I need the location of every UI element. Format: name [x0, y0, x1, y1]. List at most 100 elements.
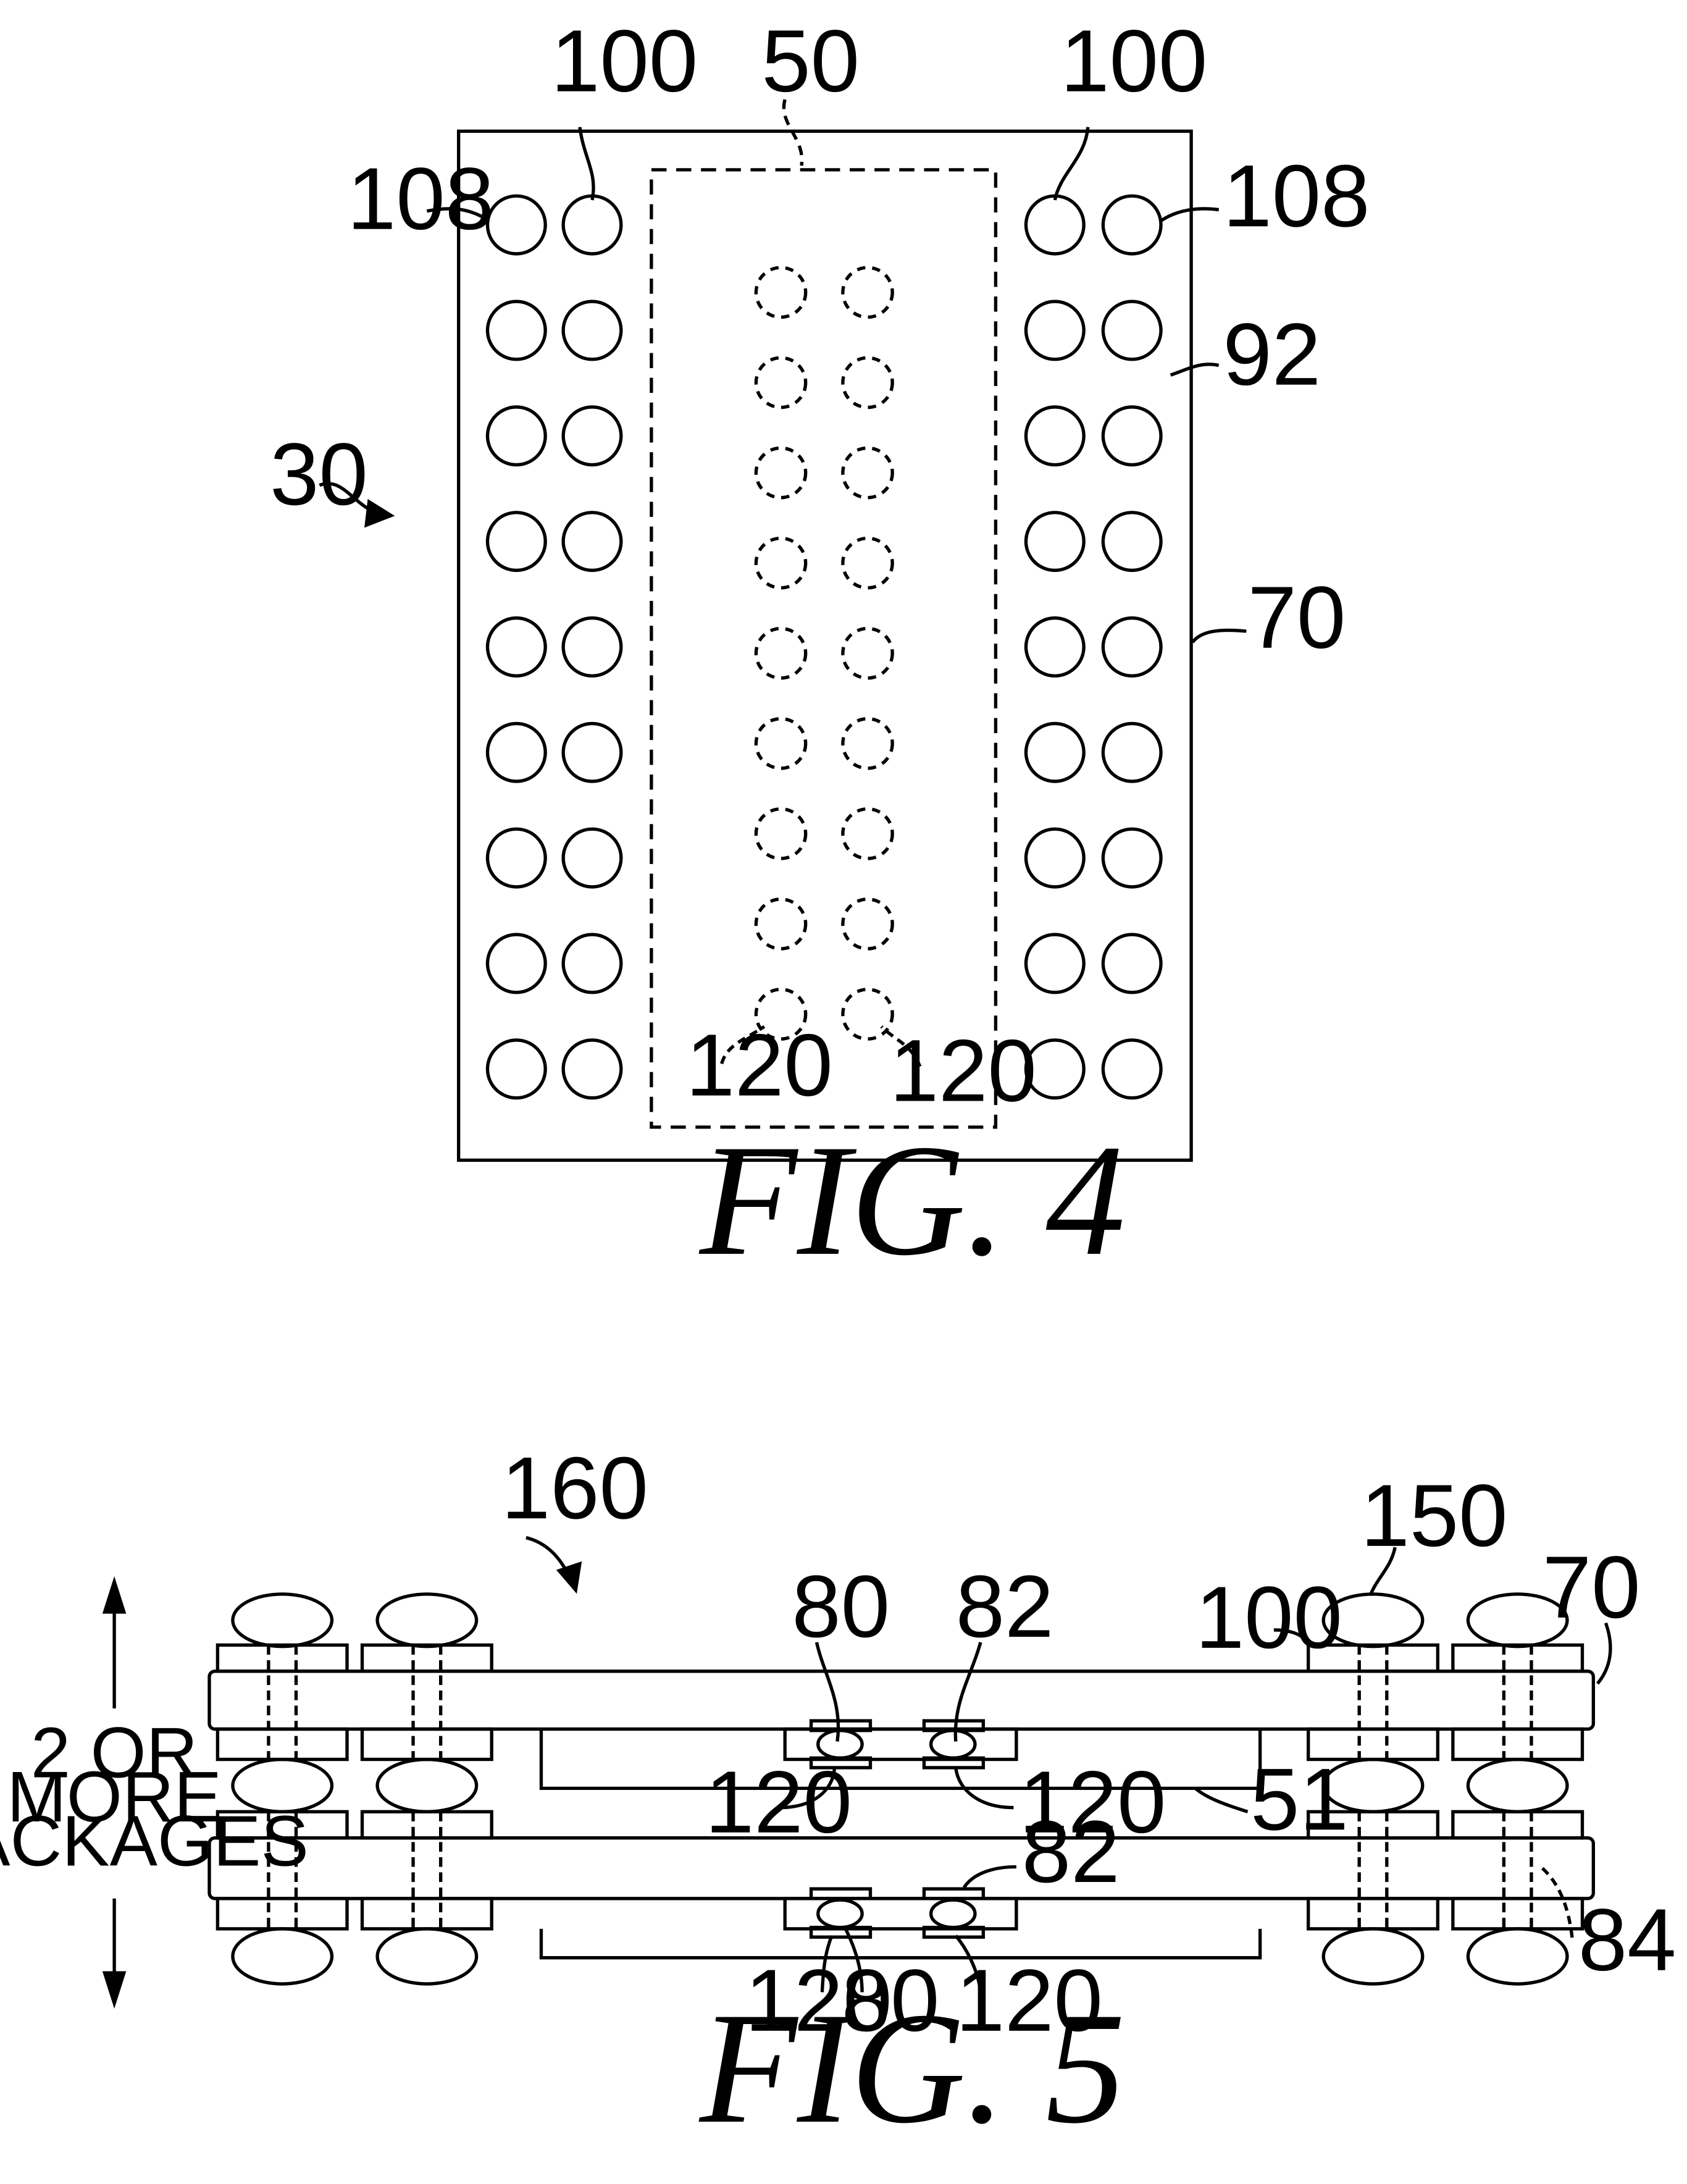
solder-ball	[487, 196, 545, 254]
leader-84	[1543, 1868, 1573, 1942]
die-bump	[756, 629, 805, 678]
leader-100-right	[1055, 127, 1088, 200]
die-bump	[756, 267, 805, 317]
ref-108-right: 108	[1223, 147, 1370, 245]
solder-ball-array	[487, 196, 1161, 1098]
ref-30: 30	[270, 426, 368, 524]
solder-ball	[1103, 934, 1161, 993]
die-bump	[756, 358, 805, 407]
packages-label-line-3: PACKAGES	[0, 1800, 309, 1881]
leader-51	[1195, 1788, 1248, 1812]
ref-50: 50	[761, 12, 860, 111]
ball-pad	[217, 1899, 347, 1929]
ref-51: 51	[1250, 1750, 1349, 1849]
solder-ball	[487, 618, 545, 676]
ref-82-top: 82	[956, 1558, 1054, 1656]
die-bump	[756, 448, 805, 497]
ref-120-top-left: 120	[705, 1754, 852, 1852]
figure-5-labels: 160 150 70 100 80 82 120 120 51 82 84 12…	[0, 1439, 1677, 2156]
die-bump	[843, 538, 892, 587]
ball-stack	[362, 1594, 492, 1984]
solder-ball	[1103, 407, 1161, 465]
solder-ball	[487, 301, 545, 359]
solder-ball	[487, 407, 545, 465]
solder-ball	[487, 723, 545, 781]
solder-ball	[563, 407, 621, 465]
leader-70	[1192, 630, 1246, 642]
figure-4-labels: 100 50 100 108 108 92 30 70 120 120 FIG.…	[270, 12, 1370, 1288]
die-bump	[756, 719, 805, 768]
solder-ball	[1026, 934, 1084, 993]
solder-ball	[487, 934, 545, 993]
ref-120-left: 120	[686, 1017, 833, 1115]
ref-150: 150	[1360, 1467, 1507, 1565]
ball-pad	[1453, 1812, 1583, 1838]
solder-ball	[1103, 829, 1161, 887]
solder-ball	[563, 829, 621, 887]
figure-4	[319, 99, 1246, 1160]
solder-ball	[1026, 407, 1084, 465]
ref-120-right: 120	[890, 1022, 1037, 1120]
solder-ball	[1026, 301, 1084, 359]
ball-pad	[1308, 1899, 1438, 1929]
die-bump	[843, 989, 892, 1039]
die-bump	[843, 899, 892, 949]
arrow-160-head	[559, 1564, 579, 1590]
ball-pad	[362, 1812, 492, 1838]
leader-82-bottom	[964, 1867, 1016, 1887]
solder-ball	[233, 1594, 332, 1647]
solder-ball	[1026, 723, 1084, 781]
solder-ball	[1103, 513, 1161, 571]
ball-pad	[217, 1729, 347, 1759]
solder-ball	[1026, 829, 1084, 887]
solder-ball	[487, 513, 545, 571]
package-substrate-outline	[459, 131, 1191, 1160]
arrow-30-head	[366, 502, 391, 525]
ball-pad	[362, 1899, 492, 1929]
ref-100: 100	[1195, 1569, 1342, 1667]
die-bump-array	[756, 267, 892, 1039]
solder-ball	[1103, 618, 1161, 676]
leader-80-top	[817, 1642, 839, 1742]
leader-82-top	[955, 1642, 981, 1742]
solder-ball	[377, 1594, 477, 1647]
solder-ball	[1026, 513, 1084, 571]
die-bump	[756, 899, 805, 949]
die-region-dashed-outline	[651, 170, 996, 1127]
solder-ball	[1026, 618, 1084, 676]
solder-ball	[1468, 1929, 1567, 1984]
ball-stack	[1453, 1594, 1583, 1984]
die-bump	[843, 809, 892, 859]
solder-ball	[1103, 723, 1161, 781]
solder-ball	[563, 618, 621, 676]
solder-ball	[1103, 196, 1161, 254]
solder-ball	[1468, 1760, 1567, 1812]
ref-80-top: 80	[792, 1558, 890, 1656]
ref-160: 160	[501, 1439, 648, 1537]
ball-pad	[217, 1645, 347, 1671]
solder-ball	[563, 1040, 621, 1098]
leader-92	[1171, 364, 1219, 375]
die-bump	[843, 358, 892, 407]
ball-pad	[1453, 1645, 1583, 1671]
solder-ball	[563, 723, 621, 781]
die-bump	[843, 448, 892, 497]
ref-100-right: 100	[1060, 12, 1207, 111]
solder-ball	[563, 934, 621, 993]
ball-stack	[217, 1594, 347, 1984]
die-bump	[756, 809, 805, 859]
die-bump	[756, 538, 805, 587]
ref-100-left: 100	[551, 12, 698, 111]
solder-ball	[377, 1760, 477, 1812]
ref-92: 92	[1223, 306, 1321, 404]
ref-70: 70	[1248, 569, 1346, 667]
solder-ball	[563, 196, 621, 254]
die-bump	[843, 629, 892, 678]
solder-ball	[1026, 196, 1084, 254]
ref-70: 70	[1543, 1539, 1641, 1637]
solder-ball	[1323, 1929, 1423, 1984]
solder-ball	[563, 301, 621, 359]
ball-pad	[362, 1645, 492, 1671]
figure-5-caption: FIG. 5	[697, 1979, 1126, 2156]
